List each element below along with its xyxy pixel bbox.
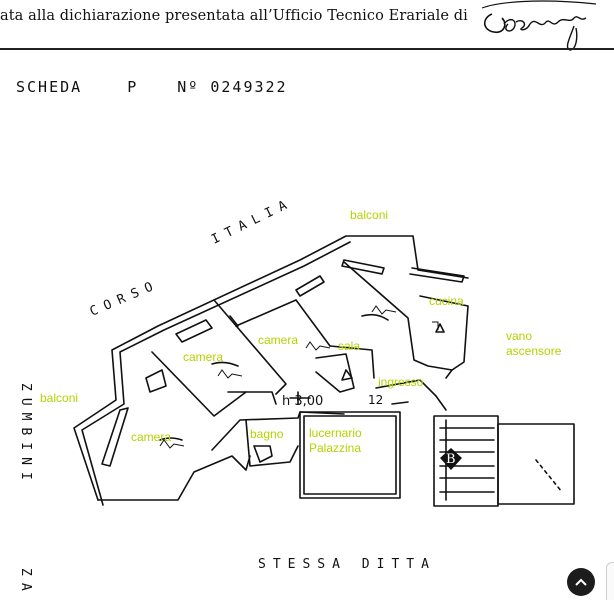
room-label-ingresso: ingresso <box>378 375 424 389</box>
side-panel-tab[interactable] <box>606 562 614 600</box>
scroll-to-top-button[interactable] <box>567 568 595 596</box>
ceiling-height: h 3,00 <box>282 394 323 409</box>
signature-cosenza <box>481 0 597 51</box>
room-label-balconi-left: balconi <box>40 391 79 405</box>
street-bottom: STESSA DITTA <box>258 557 436 572</box>
room-label-cucina: cucina <box>429 294 464 308</box>
header-rule <box>0 48 614 50</box>
street-corner: ZA <box>18 568 33 598</box>
step-count: 12 <box>368 393 383 407</box>
chevron-up-icon <box>575 578 587 586</box>
room-label-camera-3: camera <box>131 430 172 444</box>
scheda-label: SCHEDA <box>16 78 83 96</box>
room-label-camera-2: camera <box>258 333 299 347</box>
stair-mark: B <box>440 448 462 470</box>
room-label-bagno: bagno <box>250 427 284 441</box>
room-label-vano: vano <box>506 329 533 343</box>
scheda-line: SCHEDA P Nº 0249322 <box>16 78 288 96</box>
scheda-series: P <box>127 78 139 96</box>
declaration-header: ata alla dichiarazione presentata all’Uf… <box>0 8 468 24</box>
room-label-ascensore: ascensore <box>506 344 562 358</box>
room-label-lucernario: lucernario <box>309 426 362 440</box>
room-label-sala: sala <box>338 339 361 353</box>
room-label-palazzina: Palazzina <box>309 441 362 455</box>
scheda-number-prefix: Nº <box>177 78 200 96</box>
street-zumbini: ZUMBINI <box>18 383 33 487</box>
street-italia: ITALIA <box>209 195 296 247</box>
room-label-balconi-top: balconi <box>350 208 389 222</box>
scheda-number: 0249322 <box>210 78 288 96</box>
street-corso: CORSO <box>88 277 162 320</box>
room-label-camera-1: camera <box>183 350 224 364</box>
svg-text:B: B <box>446 452 456 467</box>
